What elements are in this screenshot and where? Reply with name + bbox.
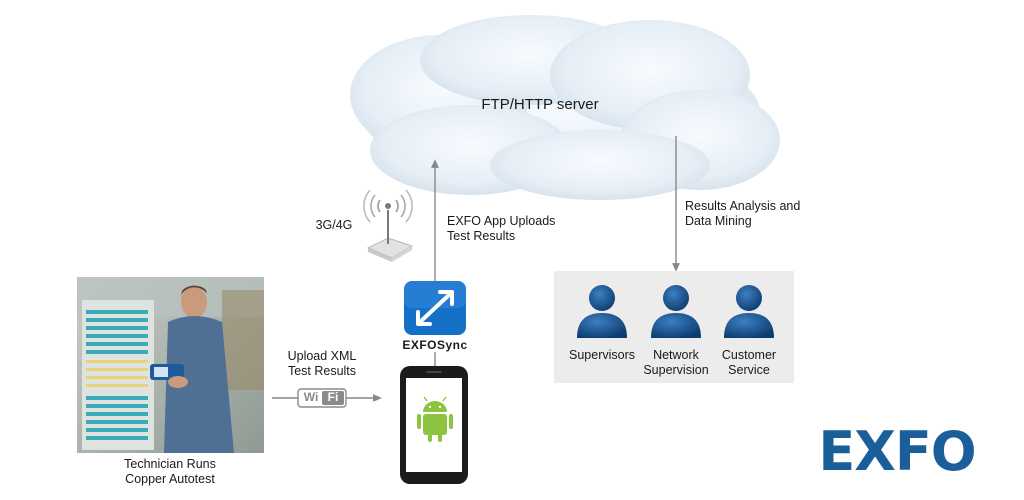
cloud-label: FTP/HTTP server: [481, 96, 599, 113]
technician-photo: [77, 277, 264, 453]
wifi-flow-label: Upload XML Test Results: [262, 349, 382, 379]
exfosync-app-icon: [404, 281, 466, 335]
person-icon-supervisors: [577, 285, 627, 338]
analysis-flow-line1: Results Analysis and: [685, 199, 801, 213]
technician-line2: Copper Autotest: [125, 472, 215, 486]
role-supervisors-label: Supervisors: [562, 348, 642, 363]
wifi-flow-line1: Upload XML: [287, 349, 357, 363]
role-customer-line1: Customer: [721, 348, 777, 362]
analysis-flow-line2: Data Mining: [685, 214, 752, 228]
network-label: 3G/4G: [315, 218, 353, 232]
wifi-badge: [297, 388, 347, 408]
person-icon-customer-service: [724, 285, 774, 338]
role-supervisors-line1: Supervisors: [569, 348, 635, 362]
role-network-line2: Supervision: [643, 363, 709, 377]
exfo-logo: EXFO: [818, 420, 976, 483]
upload-flow-line1: EXFO App Uploads: [447, 214, 556, 228]
role-customer-line2: Service: [728, 363, 770, 377]
person-icon-network-supervision: [651, 285, 701, 338]
wifi-badge-text-a: Wi: [303, 390, 319, 404]
android-icon: [417, 396, 453, 442]
upload-flow-label: EXFO App Uploads Test Results: [447, 214, 587, 244]
role-network-label: Network Supervision: [636, 348, 716, 378]
upload-flow-line2: Test Results: [447, 229, 516, 243]
antenna-icon: [363, 189, 414, 262]
wifi-badge-text-b: Fi: [327, 390, 339, 404]
app-name-label: EXFOSync: [402, 338, 468, 352]
analysis-flow-label: Results Analysis and Data Mining: [685, 199, 835, 229]
role-network-line1: Network: [653, 348, 699, 362]
wifi-flow-line2: Test Results: [287, 364, 357, 378]
cloud-shape: [350, 15, 780, 200]
technician-line1: Technician Runs: [124, 457, 216, 471]
role-customer-label: Customer Service: [709, 348, 789, 378]
technician-label: Technician Runs Copper Autotest: [95, 457, 245, 487]
